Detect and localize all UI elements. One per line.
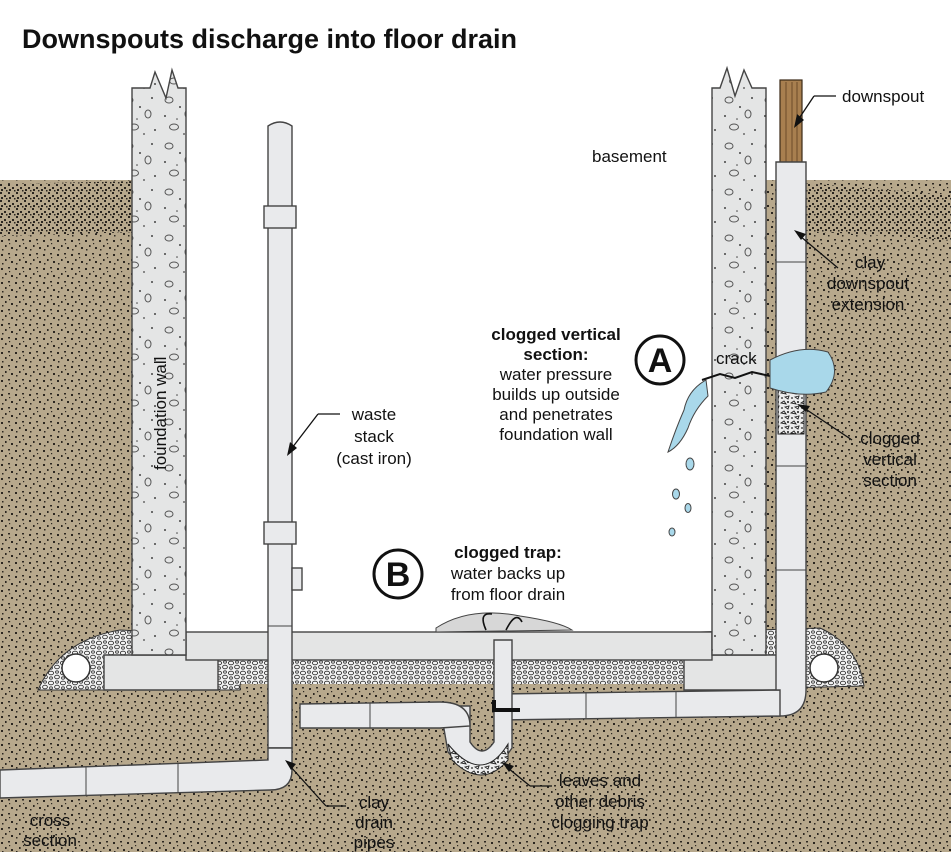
basement-label: basement bbox=[592, 147, 667, 166]
cross-section-label-1: cross bbox=[30, 811, 71, 830]
callout-a-body-3: and penetrates bbox=[499, 405, 612, 424]
waste-stack-label-1: waste bbox=[351, 405, 396, 424]
circle-b-badge bbox=[372, 548, 424, 600]
clay-drain-label-2: drain bbox=[355, 813, 393, 832]
clay-extension-label-3: extension bbox=[832, 295, 905, 314]
crack-label: crack bbox=[716, 349, 757, 368]
trap-debris bbox=[447, 742, 509, 776]
waste-stack-label-3: (cast iron) bbox=[336, 449, 412, 468]
callout-b-letter: B bbox=[386, 556, 411, 594]
topsoil-right bbox=[790, 182, 951, 240]
foundation-wall-right bbox=[711, 65, 767, 656]
clogged-vertical-label-2: vertical bbox=[863, 450, 917, 469]
title: Downspouts discharge into floor drain bbox=[22, 24, 517, 54]
downspout-label: downspout bbox=[842, 87, 925, 106]
callout-b-body-2: from floor drain bbox=[451, 585, 565, 604]
water-splash-icon bbox=[667, 379, 709, 453]
callout-b-body-1: water backs up bbox=[450, 564, 565, 583]
waste-stack-label-2: stack bbox=[354, 427, 394, 446]
callout-a-heading-2: section: bbox=[523, 345, 588, 364]
water-pocket bbox=[769, 348, 835, 395]
clay-drain-label-1: clay bbox=[359, 793, 390, 812]
foundation-wall-label: foundation wall bbox=[151, 357, 170, 470]
drain-pipe-middle bbox=[299, 701, 471, 729]
waste-stack bbox=[267, 121, 293, 749]
callout-a-body-1: water pressure bbox=[499, 365, 612, 384]
callout-a-letter: A bbox=[648, 342, 673, 380]
basement-interior bbox=[186, 170, 712, 632]
leaves-label-2: other debris bbox=[555, 792, 645, 811]
leaves-label-3: clogging trap bbox=[551, 813, 648, 832]
drain-pipe-right bbox=[499, 689, 781, 721]
floor-drain-water bbox=[435, 612, 574, 633]
callout-a-body-2: builds up outside bbox=[492, 385, 620, 404]
leaves-label-1: leaves and bbox=[559, 771, 641, 790]
clogged-vertical-label-3: section bbox=[863, 471, 917, 490]
callout-b-heading: clogged trap: bbox=[454, 543, 562, 562]
clay-extension-label-2: downspout bbox=[827, 274, 910, 293]
clay-extension-label-1: clay bbox=[855, 253, 886, 272]
clogged-vertical-label-1: clogged bbox=[860, 429, 920, 448]
clay-drain-label-3: pipes bbox=[354, 833, 395, 852]
topsoil-left bbox=[0, 181, 140, 236]
circle-a-badge bbox=[634, 334, 686, 386]
floor-slab bbox=[185, 631, 713, 661]
drain-pipe-left bbox=[0, 747, 293, 799]
foundation-wall-left bbox=[131, 67, 187, 656]
callout-a-body-4: foundation wall bbox=[499, 425, 612, 444]
gravel-floor bbox=[186, 660, 760, 684]
callout-a-heading-1: clogged vertical bbox=[491, 325, 620, 344]
clay-downspout-extension bbox=[775, 161, 807, 717]
wall-crack bbox=[701, 370, 771, 381]
drain-tile-right bbox=[809, 653, 839, 683]
drain-tile-left bbox=[61, 653, 91, 683]
cross-section-label-2: section bbox=[23, 831, 77, 850]
